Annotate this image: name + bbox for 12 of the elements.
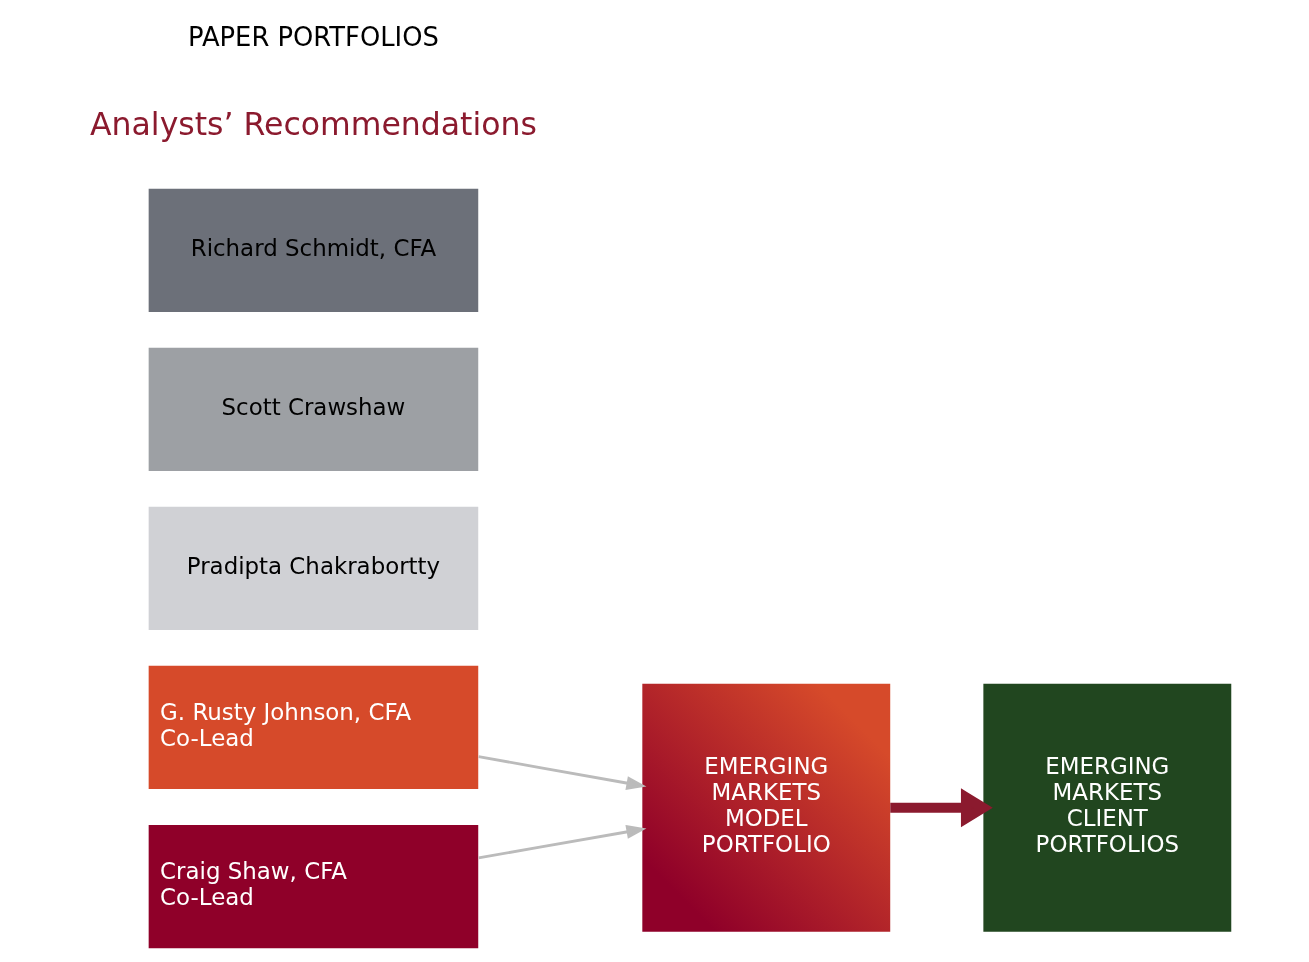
node-box: G. Rusty Johnson, CFA Co-Lead — [148, 665, 479, 790]
node-box: EMERGING MARKETS MODEL PORTFOLIO — [642, 683, 891, 932]
node-box: Craig Shaw, CFA Co-Lead — [148, 824, 479, 949]
arrow — [890, 788, 993, 828]
node-box: Pradipta Chakrabortty — [148, 506, 479, 631]
node-box: Richard Schmidt, CFA — [148, 188, 479, 312]
arrow — [478, 755, 647, 790]
arrow — [478, 825, 647, 860]
node-box: EMERGING MARKETS CLIENT PORTFOLIOS — [983, 683, 1232, 932]
node-box: Scott Crawshaw — [148, 347, 479, 471]
label: Analysts’ Recommendations — [90, 106, 537, 143]
label: PAPER PORTFOLIOS — [188, 21, 439, 52]
